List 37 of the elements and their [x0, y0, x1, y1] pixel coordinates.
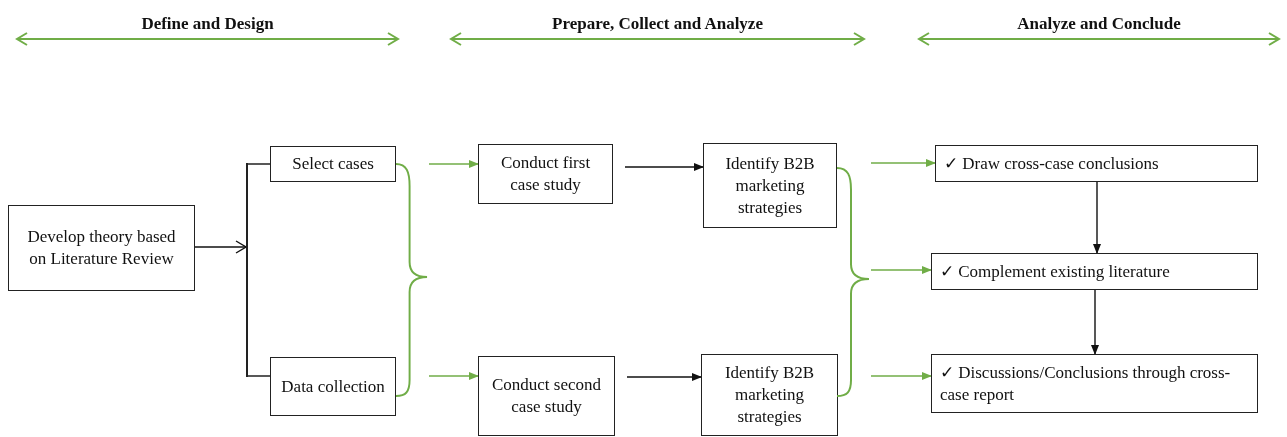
process-box — [931, 354, 1258, 413]
process-box — [701, 354, 838, 436]
process-box — [270, 357, 396, 416]
arrow — [1093, 181, 1101, 254]
box-text: Select cases — [292, 153, 374, 175]
box-text: Identify B2B marketing strategies — [724, 152, 816, 219]
curly-brace — [837, 166, 871, 398]
phase-heading: Analyze and Conclude — [1017, 13, 1181, 35]
curly-brace — [396, 162, 429, 398]
process-box — [270, 146, 396, 182]
arrow — [870, 372, 932, 380]
process-box — [935, 145, 1258, 182]
phase-heading: Define and Design — [141, 13, 274, 35]
phase-heading: Prepare, Collect and Analyze — [552, 13, 763, 35]
arrow — [1091, 289, 1099, 355]
process-box — [931, 253, 1258, 290]
arrow — [428, 160, 479, 168]
process-box — [703, 143, 837, 228]
process-box — [478, 356, 615, 436]
box-text: Develop theory based on Literature Review — [26, 226, 177, 270]
arrow — [194, 240, 247, 254]
connector-line — [247, 163, 271, 165]
box-text: Conduct second case study — [490, 374, 603, 418]
arrow — [428, 372, 479, 380]
box-text: ✓ Draw cross-case conclusions — [944, 152, 1159, 175]
arrow — [870, 159, 936, 167]
arrow — [624, 163, 704, 171]
arrow — [626, 373, 702, 381]
process-box — [478, 144, 613, 204]
box-text: Conduct first case study — [499, 152, 592, 196]
box-text: ✓ Discussions/Conclusions through cross-case report — [940, 361, 1232, 406]
arrow — [870, 266, 932, 274]
box-text: ✓ Complement existing literature — [940, 260, 1170, 283]
connector-line — [247, 375, 271, 377]
box-text: Data collection — [281, 375, 385, 398]
box-text: Identify B2B marketing strategies — [723, 362, 816, 428]
process-box — [8, 205, 195, 291]
